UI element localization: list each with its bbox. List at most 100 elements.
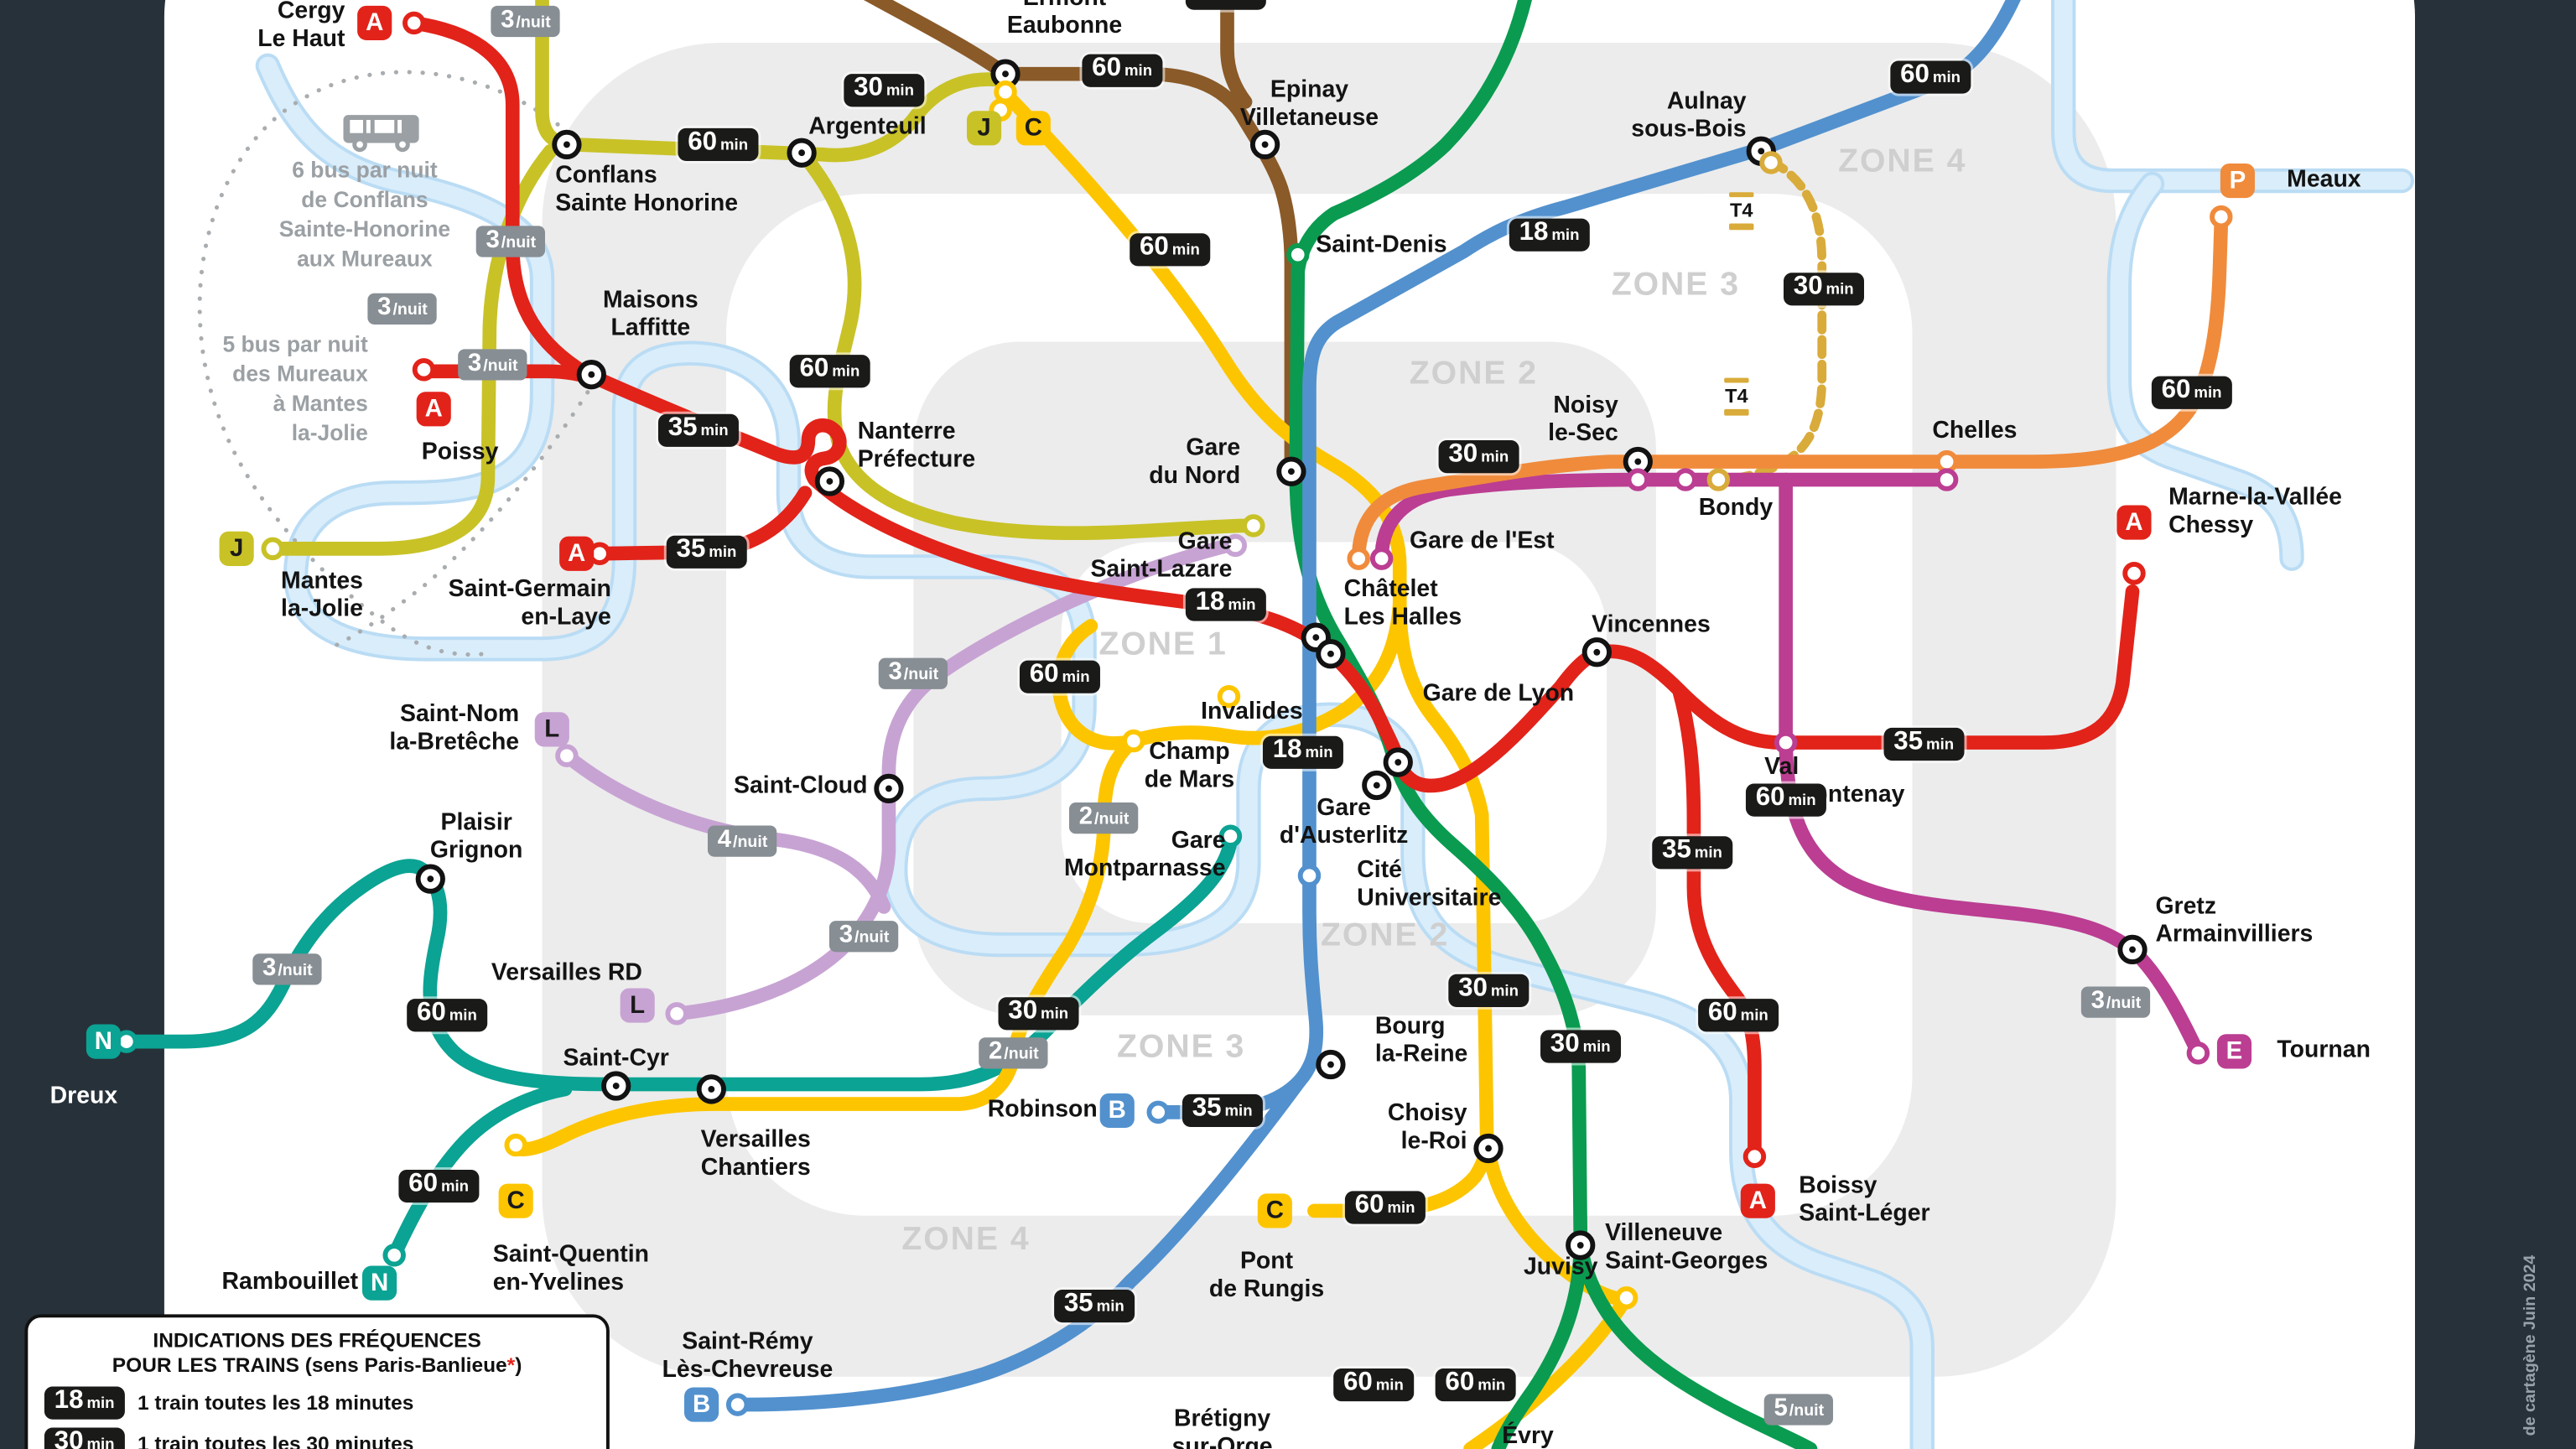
line-p-path [1351, 215, 2229, 566]
station-label: Gare de l'Est [1409, 527, 1555, 555]
zone-label: ZONE 1 [1098, 626, 1228, 663]
line-d-path [1289, 0, 1818, 1449]
line-n-path [119, 834, 1238, 1263]
station-label: Châtelet Les Halles [1343, 576, 1462, 631]
legend-row-text: 1 train toutes les 30 minutes [137, 1432, 414, 1449]
station-label: Invalides [1201, 699, 1303, 725]
station-label: Nanterre Préfecture [857, 418, 976, 474]
line-letter-badge: A [357, 5, 392, 41]
station-label: Évry [1502, 1423, 1554, 1449]
station-dot [1935, 468, 1959, 491]
station-label: Marne-la-Vallée Chessy [2168, 484, 2342, 539]
zone-label: ZONE 2 [1320, 917, 1450, 954]
station-dot [1217, 684, 1241, 709]
station-dot [1626, 468, 1650, 491]
line-j-path [265, 0, 1261, 556]
station-label: Gretz Armainvilliers [2155, 893, 2314, 948]
line-letter-badge: A [559, 536, 595, 571]
station-label: Tournan [2277, 1037, 2371, 1064]
station-dot [814, 466, 845, 496]
zone-label: ZONE 3 [1117, 1029, 1246, 1066]
station-label: Bourg la-Reine [1374, 1013, 1468, 1068]
night-bus-badge: 3/nuit [828, 921, 900, 953]
station-label: Villeneuve Saint-Georges [1605, 1220, 1768, 1275]
line-letter-badge: C [1015, 111, 1051, 146]
station-dot [504, 1133, 527, 1157]
station-label: Champ de Mars [1144, 739, 1235, 794]
night-bus-note: 6 bus par nuit de Conflans Sainte-Honori… [278, 158, 451, 272]
station-label: Saint-Nom la-Bretêche [389, 701, 520, 756]
station-label: Choisy le-Roi [1387, 1100, 1467, 1156]
station-dot [1581, 637, 1612, 667]
station-label: Vincennes [1592, 611, 1711, 639]
station-label: Boissy Saint-Léger [1799, 1172, 1930, 1228]
station-dot [261, 537, 284, 561]
t4-dash-bottom [1724, 408, 1749, 415]
station-dot [1286, 242, 1310, 267]
station-label: Gare Saint-Lazare [1090, 528, 1233, 584]
night-bus-badge: 3/nuit [252, 953, 323, 985]
line-letter-badge: L [620, 988, 655, 1023]
line-e-path [1374, 472, 2205, 1061]
station-label: Noisy le-Sec [1548, 392, 1618, 447]
t4-dash-top [1729, 191, 1754, 198]
line-letter-badge: P [2220, 163, 2255, 199]
line-letter-badge: J [966, 111, 1002, 146]
station-dot [1316, 639, 1346, 669]
line-letter-badge: B [684, 1387, 719, 1422]
zone-label: ZONE 4 [901, 1221, 1031, 1258]
station-dot [725, 1393, 750, 1416]
station-label: Saint-Germain en-Laye [448, 576, 611, 631]
station-label: Versailles RD [491, 960, 642, 987]
station-dot [1146, 1100, 1170, 1124]
station-dot [2186, 1041, 2210, 1065]
night-bus-badge: 2/nuit [979, 1037, 1049, 1069]
night-bus-badge: 3/nuit [878, 657, 948, 689]
station-dot [2117, 934, 2148, 965]
station-label: Meaux [2287, 166, 2361, 194]
tram-t4-marker: T4 [1724, 375, 1749, 418]
station-dot [1566, 1230, 1596, 1260]
station-dot [552, 129, 582, 160]
station-label: Saint-Cyr [563, 1046, 669, 1072]
map-credit: de cartagène Juin 2024 [2521, 1254, 2540, 1436]
station-dot [2122, 562, 2146, 585]
line-letter-badge: A [416, 392, 451, 427]
station-label: Pont de Rungis [1208, 1248, 1325, 1303]
station-dot [1218, 824, 1243, 848]
tram-t4-marker: T4 [1729, 189, 1754, 231]
station-label: Saint-Cloud [734, 772, 868, 800]
station-label: Dreux [49, 1083, 118, 1110]
line-letter-badge: N [86, 1024, 122, 1059]
station-dot [1297, 864, 1322, 887]
station-dot [412, 358, 436, 382]
night-bus-badge: 3/nuit [491, 5, 561, 38]
station-dot [696, 1074, 726, 1104]
line-letter-badge: L [534, 712, 569, 747]
station-dot [1774, 730, 1798, 755]
night-bus-badge: 3/nuit [458, 349, 528, 381]
station-label: Rambouillet [221, 1269, 359, 1296]
station-dot [601, 1071, 631, 1101]
station-label: Gare d'Austerlitz [1279, 795, 1409, 849]
zone-label: ZONE 3 [1611, 267, 1741, 304]
station-label: Brétigny sur-Orge [1171, 1406, 1273, 1449]
line-letter-badge: N [362, 1265, 397, 1301]
night-bus-note: 5 bus par nuit des Mureaux à Mantes la-J… [222, 331, 368, 445]
station-dot [874, 773, 904, 804]
